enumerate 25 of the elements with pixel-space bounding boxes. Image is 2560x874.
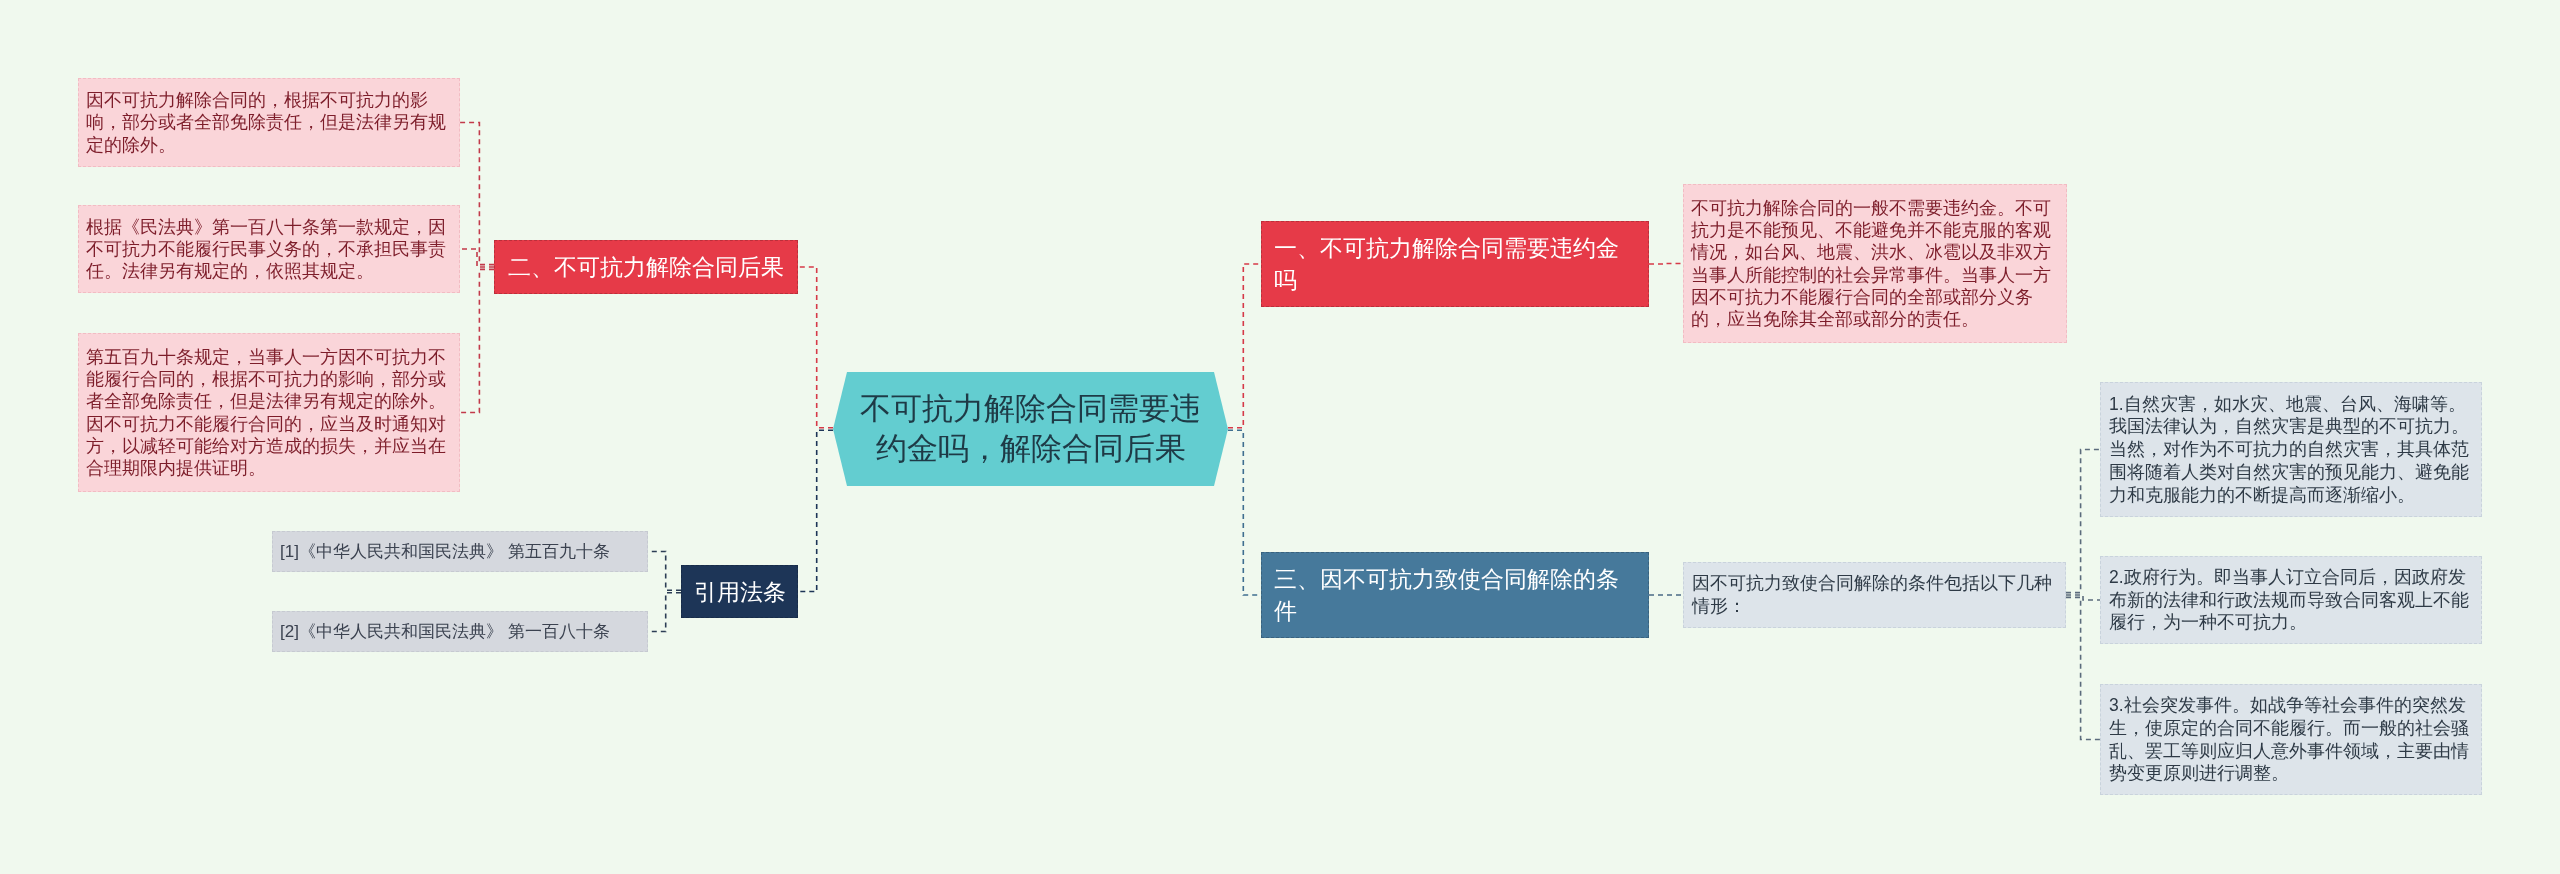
citation-note: [1]《中华人民共和国民法典》 第五百九十条 bbox=[272, 531, 648, 572]
branch-topic: 一、不可抗力解除合同需要违约金吗 bbox=[1261, 221, 1649, 307]
connector-line bbox=[1648, 262, 1684, 265]
detail-note: 因不可抗力解除合同的，根据不可抗力的影响，部分或者全部免除责任，但是法律另有规定的除外。 bbox=[78, 78, 460, 167]
central-topic: 不可抗力解除合同需要违约金吗，解除合同后果 bbox=[833, 372, 1228, 486]
connector-line bbox=[797, 429, 834, 593]
detail-note: 不可抗力解除合同的一般不需要违约金。不可抗力是不能预见、不能避免并不能克服的客观情况，如台风、地震、洪水、冰雹以及非双方当事人所能控制的社会异常事件。当事人一方因不可抗力不能履行合同的全部或部分义务的，应当免除其全部或部分的责任。 bbox=[1683, 184, 2067, 343]
branch-topic: 引用法条 bbox=[681, 565, 798, 618]
detail-note: 3.社会突发事件。如战争等社会事件的突然发生，使原定的合同不能履行。而一般的社会骚乱、罢工等则应归人意外事件领域，主要由情势变更原则进行调整。 bbox=[2100, 684, 2482, 795]
branch-topic: 二、不可抗力解除合同后果 bbox=[494, 240, 798, 294]
detail-note: 1.自然灾害，如水灾、地震、台风、海啸等。我国法律认为，自然灾害是典型的不可抗力。当然，对作为不可抗力的自然灾害，其具体范围将随着人类对自然灾害的预见能力、避免能力和克服能力的不断提高而逐渐缩小。 bbox=[2100, 382, 2482, 517]
connector-line bbox=[459, 268, 495, 414]
detail-note: 因不可抗力致使合同解除的条件包括以下几种情形： bbox=[1683, 562, 2066, 628]
detail-note: 根据《民法典》第一百八十条第一款规定，因不可抗力不能履行民事义务的，不承担民事责任。法律另有规定的，依照其规定。 bbox=[78, 205, 460, 293]
branch-topic: 三、因不可抗力致使合同解除的条件 bbox=[1261, 552, 1649, 638]
connector-line bbox=[1648, 594, 1684, 596]
detail-note: 第五百九十条规定，当事人一方因不可抗力不能履行合同的，根据不可抗力的影响，部分或者全部免除责任，但是法律另有规定的除外。因不可抗力不能履行合同的，应当及时通知对方，以减轻可能给对方造成的损失，并应当在合理期限内提供证明。 bbox=[78, 333, 460, 492]
connector-line bbox=[2065, 448, 2101, 594]
connector-line bbox=[459, 121, 495, 266]
connector-line bbox=[459, 248, 495, 268]
citation-note: [2]《中华人民共和国民法典》 第一百八十条 bbox=[272, 611, 648, 652]
detail-note: 2.政府行为。即当事人订立合同后，因政府发布新的法律和行政法规而导致合同客观上不能履行，为一种不可抗力。 bbox=[2100, 556, 2482, 644]
connector-line bbox=[2065, 596, 2101, 741]
connector-line bbox=[797, 266, 834, 429]
connector-line bbox=[2065, 594, 2101, 601]
